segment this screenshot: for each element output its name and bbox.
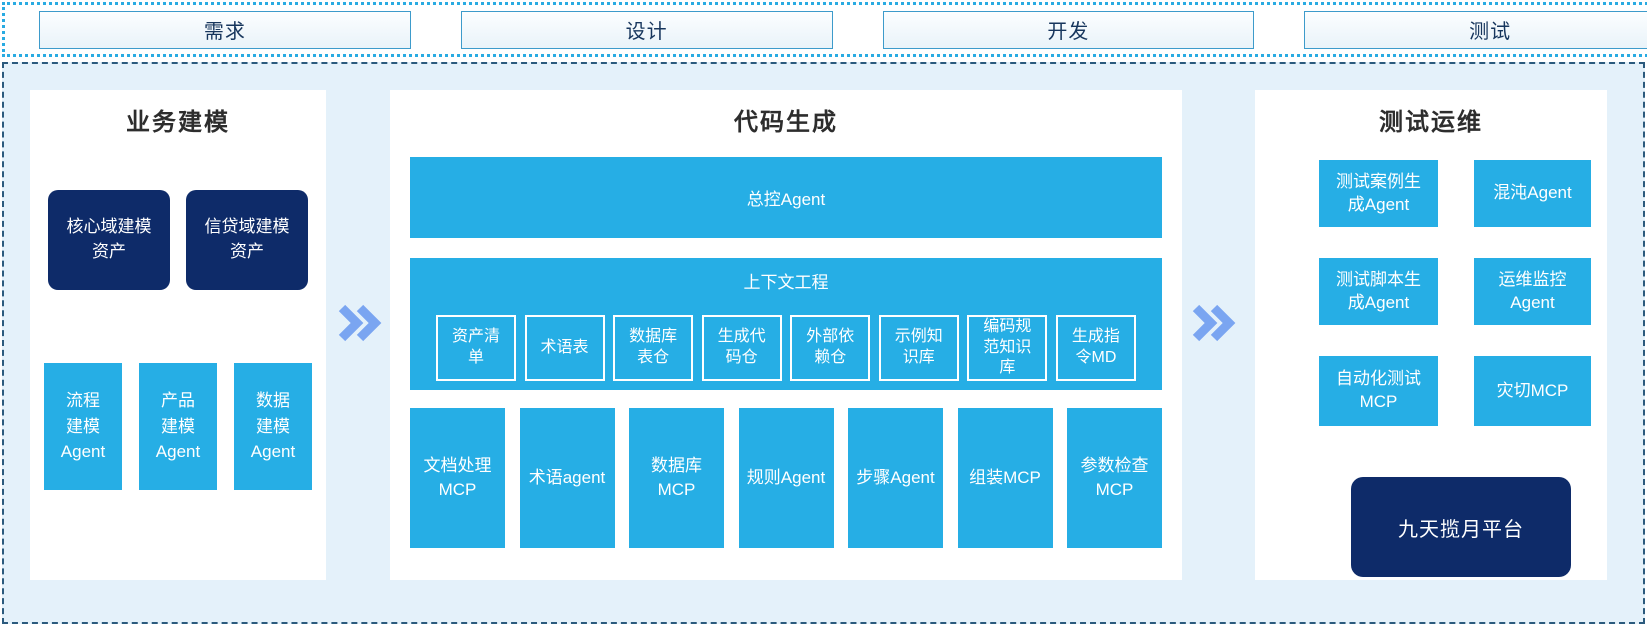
test-ops-grid: 测试案例生 成Agent 混沌Agent 测试脚本生 成Agent 运维监控 A…: [1319, 160, 1591, 426]
worker-box-database-mcp: 数据库 MCP: [629, 408, 724, 548]
ops-box-disaster-switch-mcp: 灾切MCP: [1474, 356, 1591, 426]
worker-row: 文档处理 MCP 术语agent 数据库 MCP 规则Agent 步骤Agent…: [410, 408, 1162, 548]
phase-box-testing: 测试: [1304, 10, 1647, 49]
phase-box-development: 开发: [882, 10, 1255, 49]
phase-strip: 需求 设计 开发 测试: [2, 2, 1647, 57]
agent-box-product-modeling: 产品 建模 Agent: [139, 363, 217, 490]
context-item-coding-standard-kb: 编码规 范知识 库: [967, 315, 1048, 381]
ops-box-automated-test-mcp: 自动化测试 MCP: [1319, 356, 1438, 426]
worker-box-param-check-mcp: 参数检查 MCP: [1067, 408, 1162, 548]
panel-title-code-generation: 代码生成: [734, 109, 838, 136]
worker-box-rule-agent: 规则Agent: [738, 408, 834, 548]
worker-box-glossary-agent: 术语agent: [519, 408, 615, 548]
panel-code-generation: 代码生成 总控Agent 上下文工程 资产清 单 术语表 数据库 表仓 生成代 …: [390, 90, 1182, 580]
asset-box-credit-domain: 信贷域建模 资产: [186, 190, 308, 290]
ops-box-chaos-agent: 混沌Agent: [1474, 160, 1591, 227]
phase-box-requirements: 需求: [39, 10, 411, 49]
panel-title-test-ops: 测试运维: [1379, 109, 1483, 136]
context-item-generation-instruction-md: 生成指 令MD: [1055, 315, 1136, 381]
master-control-agent-bar: 总控Agent: [410, 157, 1162, 238]
flow-chevrons-icon: [1192, 304, 1236, 342]
panel-title-business-modeling: 业务建模: [126, 109, 230, 136]
worker-box-step-agent: 步骤Agent: [848, 408, 943, 548]
context-engineering-block: 上下文工程 资产清 单 术语表 数据库 表仓 生成代 码仓 外部依 赖仓 示例知…: [410, 258, 1162, 390]
modeling-asset-row: 核心域建模 资产 信贷域建模 资产: [30, 190, 326, 290]
context-item-db-table-repo: 数据库 表仓: [613, 315, 694, 381]
modeling-agent-row: 流程 建模 Agent 产品 建模 Agent 数据 建模 Agent: [30, 363, 326, 490]
phase-box-design: 设计: [460, 10, 833, 49]
context-items-row: 资产清 单 术语表 数据库 表仓 生成代 码仓 外部依 赖仓 示例知 识库 编码…: [436, 315, 1136, 381]
panel-business-modeling: 业务建模 核心域建模 资产 信贷域建模 资产 流程 建模 Agent 产品 建模…: [30, 90, 326, 580]
context-item-glossary: 术语表: [524, 315, 605, 381]
jiutian-lanyue-platform-box: 九天揽月平台: [1351, 477, 1571, 577]
context-item-generated-code-repo: 生成代 码仓: [701, 315, 782, 381]
ops-box-test-script-gen-agent: 测试脚本生 成Agent: [1319, 258, 1438, 325]
panel-test-ops: 测试运维 测试案例生 成Agent 混沌Agent 测试脚本生 成Agent 运…: [1255, 90, 1607, 580]
context-engineering-title: 上下文工程: [743, 273, 829, 292]
agent-box-data-modeling: 数据 建模 Agent: [234, 363, 312, 490]
worker-box-doc-processing-mcp: 文档处理 MCP: [410, 408, 505, 548]
context-item-external-deps-repo: 外部依 赖仓: [790, 315, 871, 381]
context-item-example-knowledge-base: 示例知 识库: [878, 315, 959, 381]
context-item-asset-list: 资产清 单: [436, 315, 516, 381]
ops-box-test-case-gen-agent: 测试案例生 成Agent: [1319, 160, 1438, 227]
worker-box-assembly-mcp: 组装MCP: [957, 408, 1053, 548]
asset-box-core-domain: 核心域建模 资产: [48, 190, 170, 290]
ops-box-ops-monitoring-agent: 运维监控 Agent: [1474, 258, 1591, 325]
flow-chevrons-icon: [338, 304, 382, 342]
agent-box-process-modeling: 流程 建模 Agent: [44, 363, 122, 490]
main-architecture-container: 业务建模 核心域建模 资产 信贷域建模 资产 流程 建模 Agent 产品 建模…: [2, 62, 1645, 624]
